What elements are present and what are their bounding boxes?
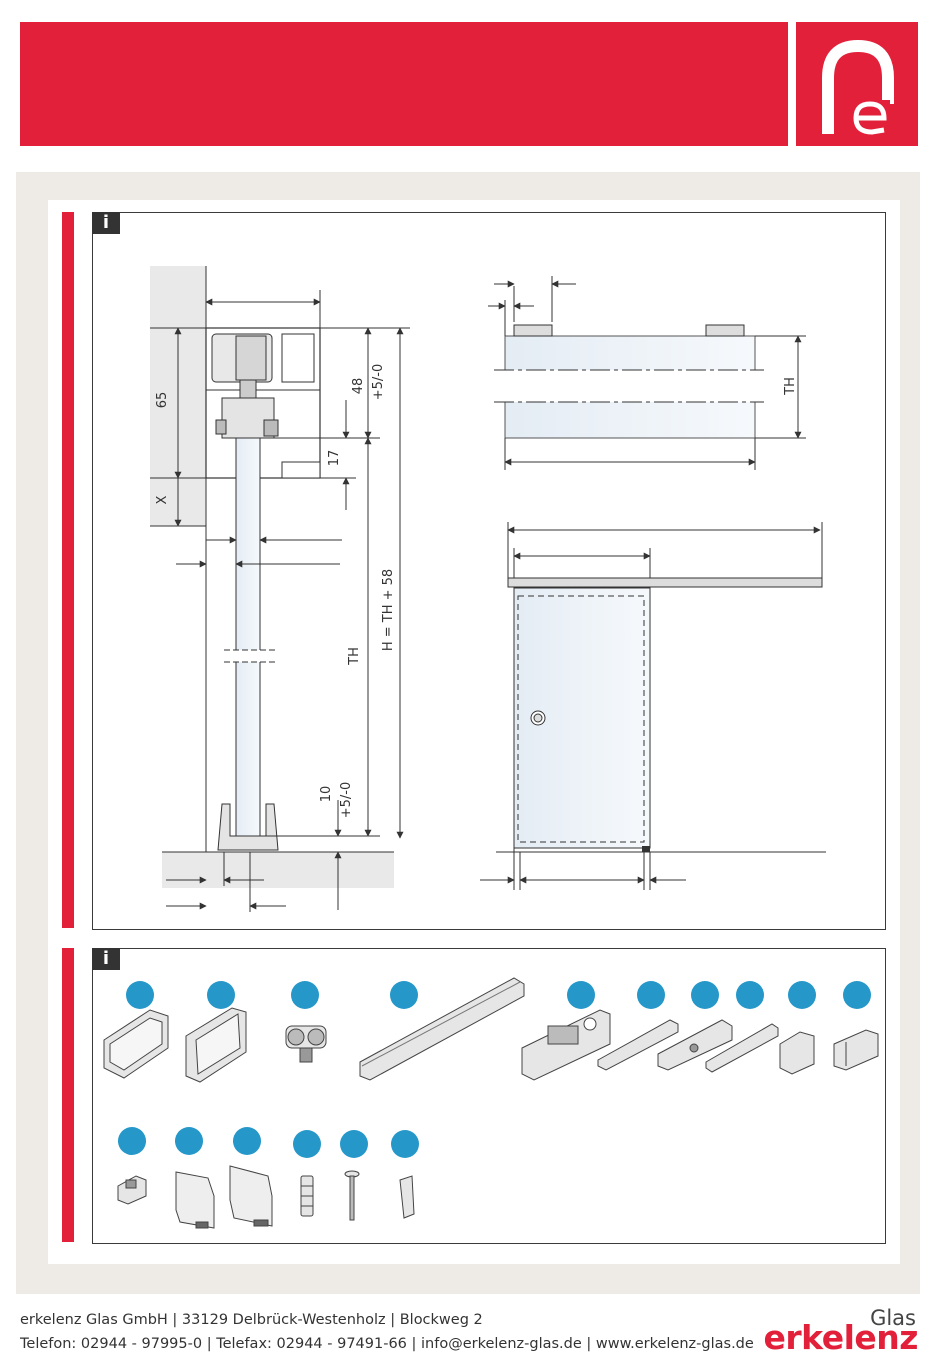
wall-bracket-large-icon (230, 1166, 272, 1226)
soft-close-damper-icon (360, 978, 524, 1080)
rail-profile-cover-icon (186, 1008, 246, 1082)
end-stop-icon (118, 1176, 146, 1204)
screw-bit-icon (400, 1176, 414, 1218)
footer-contact: Telefon: 02944 - 97995-0 | Telefax: 0294… (20, 1336, 754, 1352)
floor-guide-double-icon (834, 1030, 878, 1070)
screw-icon (345, 1171, 359, 1220)
rail-profile-icon (104, 1010, 168, 1078)
footer-address: erkelenz Glas GmbH | 33129 Delbrück-West… (20, 1312, 483, 1328)
wall-bracket-icon (176, 1172, 214, 1228)
brand-wordmark: erkelenz (764, 1318, 919, 1357)
wall-plug-icon (301, 1176, 313, 1216)
floor-guide-icon (780, 1032, 814, 1074)
glass-clamp-icon (522, 1010, 610, 1080)
roller-carriage-icon (286, 1026, 326, 1062)
